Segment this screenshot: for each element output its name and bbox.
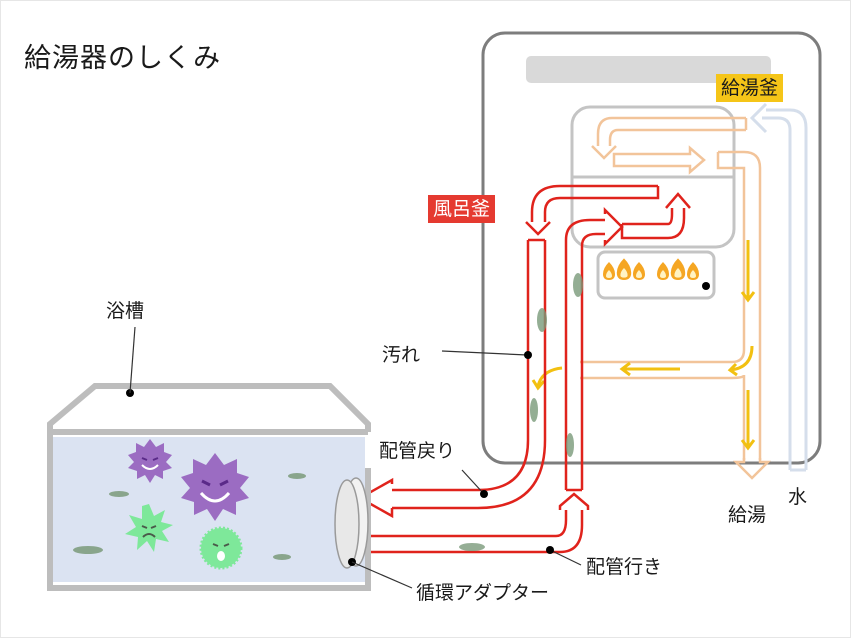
flame-icon: [633, 262, 645, 280]
return-pipe-vertical: [392, 240, 547, 510]
burner-dot: [702, 282, 710, 290]
adapter-label: 循環アダプター: [416, 582, 550, 604]
water-inlet-pipe: [762, 108, 808, 470]
hot-water-arrowhead-down: [591, 145, 617, 160]
flames: [603, 258, 699, 280]
germ-purple-small: [128, 439, 172, 483]
heater-housing: [481, 31, 822, 465]
control-panel: [526, 56, 771, 83]
supply-pipe-horizontal: [368, 510, 584, 554]
supply-pipe-label: 配管行き: [586, 556, 663, 578]
flow-arrows: [531, 240, 756, 451]
leader-lines: [129, 326, 582, 589]
bath-loop-arrowhead: [525, 221, 551, 236]
heater-inlet: [620, 208, 686, 240]
burner-box: [596, 250, 716, 300]
supply-pipe-arrowhead: [558, 492, 590, 510]
heater-unit-label: 給湯釜: [716, 74, 784, 102]
germ-green-round: [199, 526, 243, 570]
heater-inlet-arrowhead: [665, 192, 691, 209]
bathtub-label: 浴槽: [106, 300, 145, 322]
water-in-label: 水: [788, 486, 808, 508]
hot-water-riser: [580, 150, 762, 460]
hot-water-loop-top: [596, 116, 746, 146]
dirt-in-bath: [73, 473, 306, 560]
flame-icon: [670, 258, 686, 280]
supply-riser-arrowhead: [603, 206, 624, 248]
return-pipe-dot: [480, 490, 488, 498]
dirt-dot: [524, 351, 532, 359]
supply-pipe-dot: [546, 546, 554, 554]
dirt-label: 汚れ: [382, 344, 421, 366]
return-pipe-label: 配管戻り: [379, 440, 456, 462]
bath-loop-top: [530, 184, 660, 222]
germ-purple-large: [181, 453, 249, 521]
germ-green-spiky: [125, 504, 173, 552]
flame-icon: [603, 262, 615, 280]
hot-water-outlet-arrow: [732, 458, 772, 480]
flow-arrow-curve-left: [727, 345, 754, 377]
page-title: 給湯器のしくみ: [24, 43, 222, 74]
dirt-spots: [459, 273, 583, 551]
flow-arrow-down-lower: [740, 390, 756, 451]
flow-arrow-down-upper: [740, 240, 756, 303]
supply-riser: [564, 218, 605, 490]
flame-icon: [657, 262, 669, 280]
water-inlet-arrowhead: [749, 102, 768, 134]
circulation-adapter: [334, 479, 360, 569]
flame-icon: [616, 258, 632, 280]
bathtub-lid: [47, 383, 371, 432]
flame-icon: [687, 262, 699, 280]
flow-arrow-left-mid: [619, 361, 680, 377]
flow-arrow-into-bath: [531, 366, 563, 391]
bath-circuit: [357, 184, 691, 554]
hot-water-arrow-right: [612, 145, 706, 175]
bath-unit-label: 風呂釜: [428, 195, 496, 223]
hot-water-out-label: 給湯: [728, 504, 767, 526]
